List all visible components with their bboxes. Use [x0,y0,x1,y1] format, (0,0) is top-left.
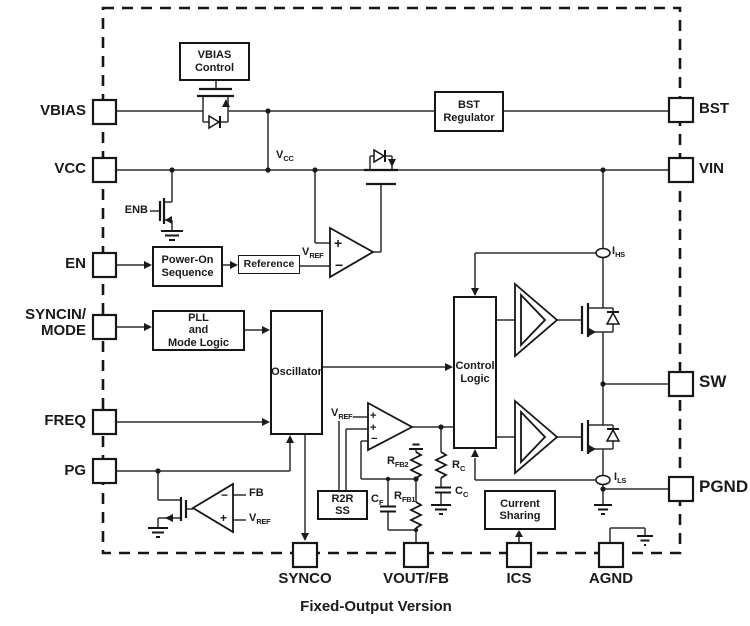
label-rfb2: RFB2 [387,455,409,470]
pin-label-freq: FREQ [44,412,86,429]
pin-label-vcc: VCC [54,160,86,177]
label-ihs: IHS [612,245,625,260]
resistors [408,451,449,529]
label-cc: CC [455,485,469,500]
block-r2r-ss: R2R SS [317,490,368,520]
pin-label-vout-fb: VOUT/FB [383,570,449,587]
pin-pad-bst [667,96,695,124]
resistor-rfb2 [408,451,424,479]
label-ils: ILS [614,471,627,486]
block-current-sharing: Current Sharing [484,490,556,530]
pin-label-vin: VIN [699,160,725,177]
capacitor-cf [380,505,396,513]
label-vcc-net: VCC [276,149,294,164]
opamp-plus: + [334,235,343,251]
label-vref-reference: VREF [302,246,324,261]
pin-label-pg: PG [64,462,86,479]
junction-dots [155,108,606,533]
mosfet-bars [158,87,590,521]
diagram-caption: Fixed-Output Version [300,598,452,615]
pin-pad-pgnd [667,475,695,503]
pin-label-synco: SYNCO [278,570,332,587]
block-bst-regulator: BST Regulator [434,91,504,132]
block-power-on-sequence: Power-On Sequence [152,246,223,287]
pin-label-bst: BST [699,100,729,117]
pin-pad-vin [667,156,695,184]
label-cf: CF [371,493,384,508]
error-amp-plus-2: + [370,422,377,434]
ic-boundary [101,6,682,555]
amplifiers [191,226,559,534]
arrowheads [144,99,596,541]
pg-comparator-plus: + [220,511,228,525]
label-vref-error-amp: VREF [331,407,353,422]
error-amp-minus: − [371,433,378,445]
block-vbias-control: VBIAS Control [179,42,250,81]
ls-gate-driver [514,399,559,475]
pg-comparator [191,482,234,534]
pg-comparator-minus: − [221,488,229,502]
capacitor-cc [435,486,451,494]
pin-pad-en [91,251,118,279]
pin-pads [91,96,695,569]
pin-label-syncin-mode: SYNCIN/ MODE [25,306,86,339]
pin-pad-vout-fb [402,541,430,569]
body-diodes [208,114,621,442]
error-amp-plus-1: + [370,410,377,422]
pin-label-sw: SW [699,372,727,391]
label-rc: RC [452,459,466,474]
label-rfb1: RFB1 [394,490,416,505]
hs-current-sense [595,247,611,259]
pin-pad-pg [91,457,118,485]
pin-pad-sw [667,370,695,398]
pin-pad-synco [291,541,319,569]
label-vref-pg-comparator: VREF [249,512,271,527]
capacitors [380,486,451,513]
pin-label-agnd: AGND [588,570,634,587]
pin-label-vbias: VBIAS [40,102,86,119]
block-control-logic: Control Logic [453,296,497,449]
resistor-rfb1 [408,501,424,529]
block-oscillator: Oscillator [270,310,323,435]
pin-pad-vbias [91,98,118,126]
pin-pad-agnd [597,541,625,569]
opamp-minus: − [335,257,344,273]
hs-gate-driver [514,282,559,358]
grounds [148,230,653,546]
block-reference: Reference [238,255,300,274]
pin-pad-freq [91,408,118,436]
pin-label-ics: ICS [506,570,532,587]
pin-pad-syncin-mode [91,313,118,341]
error-amplifier [367,401,414,452]
ls-current-sense [595,474,611,486]
pin-pad-vcc [91,156,118,184]
pin-label-en: EN [65,255,86,272]
label-fb: FB [249,487,264,499]
pin-label-pgnd: PGND [699,477,749,496]
label-enb: ENB [124,204,148,216]
block-pll-mode-logic: PLL and Mode Logic [152,310,245,351]
pin-pad-ics [505,541,533,569]
resistor-rc [433,451,449,479]
vcc-regulator-opamp [329,226,375,279]
